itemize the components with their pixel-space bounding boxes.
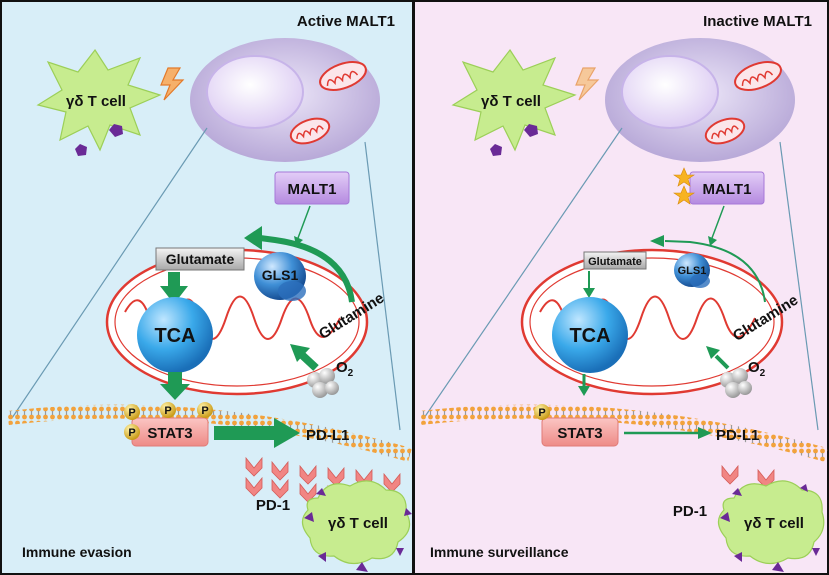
arrowhead — [698, 427, 712, 439]
lightning-icon — [160, 67, 185, 101]
svg-text:P: P — [164, 405, 171, 417]
o2-label: O2 — [748, 359, 766, 379]
nucleus — [206, 55, 304, 129]
arrowhead — [708, 236, 717, 246]
pdl1-label: PD-L1 — [716, 427, 759, 444]
phosphate-group: P — [124, 404, 140, 420]
arrow — [711, 205, 725, 239]
tca-label: TCA — [569, 325, 610, 347]
arrow-shaft — [168, 272, 180, 286]
zoom-line — [364, 141, 401, 431]
panel-caption: Immune surveillance — [430, 544, 569, 560]
gls1-subunit — [278, 281, 306, 301]
malt1-box — [274, 171, 350, 205]
arrowhead — [290, 344, 310, 362]
gd-t-cell-label: γδ T cell — [328, 515, 388, 532]
arrow — [297, 205, 311, 239]
phosphate-group: P — [197, 402, 213, 418]
gd-t-cell-label: γδ T cell — [481, 93, 541, 110]
gd-t-cell-label: γδ T cell — [744, 515, 804, 532]
glutamate-label: Glutamate — [166, 251, 235, 267]
zoom-line — [779, 141, 819, 431]
receptor-icon — [490, 144, 502, 156]
o2-arrow — [714, 354, 730, 370]
receptor-icon — [524, 124, 538, 137]
stat3-label: STAT3 — [147, 425, 192, 442]
svg-text:P: P — [201, 405, 208, 417]
pdl1-label: PD-L1 — [306, 427, 349, 444]
phosphate-group: P — [160, 402, 176, 418]
phosphate-group: P — [534, 404, 550, 420]
oxygen-molecule — [307, 368, 339, 398]
inhibitor-star-icon — [673, 185, 695, 205]
malt1-box — [689, 171, 765, 205]
arrowhead — [706, 346, 720, 359]
malt1-label: MALT1 — [703, 181, 752, 198]
o2-label: O2 — [336, 359, 354, 379]
tca-cycle — [137, 297, 213, 373]
lightning-icon — [575, 67, 600, 101]
small-mitochondrion — [319, 61, 367, 91]
o2-arrow — [299, 352, 319, 371]
arrow-shaft — [168, 372, 182, 386]
arrowhead — [274, 418, 300, 448]
tca-label: TCA — [154, 325, 195, 347]
glutamate-box — [155, 247, 245, 271]
pd1-label: PD-1 — [256, 497, 290, 514]
gd-t-cell-top — [36, 48, 162, 152]
glutamine-arrow — [664, 240, 766, 303]
gd-t-cell-bottom — [717, 480, 825, 572]
gd-t-cell-label: γδ T cell — [66, 93, 126, 110]
malt1-label: MALT1 — [288, 181, 337, 198]
tca-cycle — [552, 297, 628, 373]
panel-caption: Immune evasion — [22, 544, 132, 560]
cell-membrane — [419, 404, 828, 462]
inhibitor-star-icon — [673, 167, 695, 187]
oxygen-molecule — [720, 368, 752, 398]
gls1-label: GLS1 — [678, 265, 707, 277]
small-mitochondrion — [289, 117, 331, 145]
small-mitochondrion — [734, 61, 782, 91]
glutamine-arrow — [259, 235, 355, 303]
arrowhead — [578, 386, 590, 396]
phosphate-group: P — [124, 424, 140, 440]
svg-text:P: P — [538, 407, 545, 419]
panel-title: Inactive MALT1 — [703, 13, 812, 30]
gls1-subunit — [690, 274, 710, 288]
svg-text:P: P — [128, 427, 135, 439]
small-mitochondrion — [704, 117, 746, 145]
gls1-label: GLS1 — [262, 267, 299, 283]
stat3-box — [541, 417, 619, 447]
pd1-label: PD-1 — [673, 503, 707, 520]
gd-t-cell-top — [451, 48, 577, 152]
arrow-shaft — [214, 426, 276, 440]
glutamate-label: Glutamate — [588, 256, 642, 268]
arrowhead — [160, 286, 188, 304]
svg-text:P: P — [128, 407, 135, 419]
glutamate-box — [583, 251, 647, 270]
arrowhead — [244, 226, 262, 250]
receptor-icon — [75, 144, 87, 156]
arrowhead — [160, 384, 190, 400]
zoom-line — [423, 127, 623, 419]
receptor-icon — [109, 124, 123, 137]
panel-title: Active MALT1 — [297, 13, 395, 30]
nucleus — [621, 55, 719, 129]
zoom-line — [11, 127, 208, 419]
stat3-label: STAT3 — [557, 425, 602, 442]
gd-t-cell-bottom — [301, 480, 412, 572]
arrowhead — [583, 288, 595, 298]
arrowhead — [650, 235, 664, 247]
